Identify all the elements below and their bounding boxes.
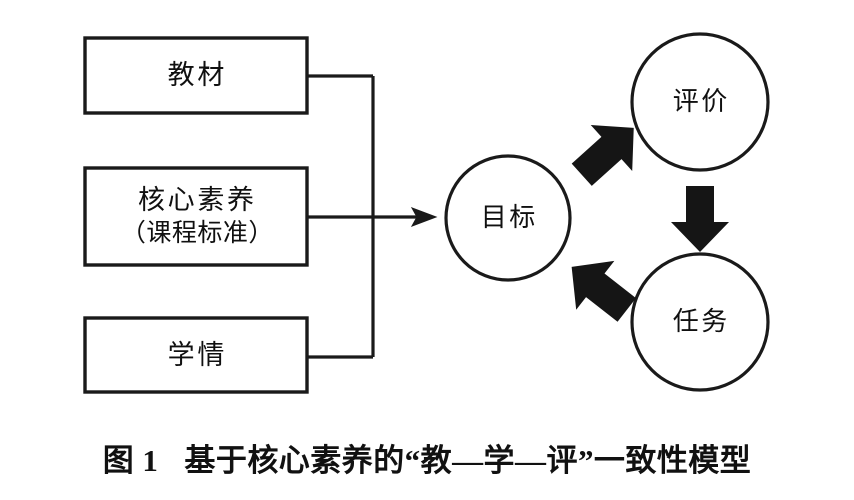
arrow-task-to-goal-icon: [571, 260, 637, 322]
arrow-evaluation-to-task-icon: [671, 186, 729, 252]
arrow-goal-to-evaluation-icon: [571, 124, 634, 186]
diagram-canvas: [83, 32, 770, 394]
box-teaching-material: [83, 36, 309, 115]
connector-arrowhead-icon: [410, 207, 438, 227]
box-core-competence: [83, 166, 309, 267]
figure-caption-index: 图 1: [102, 442, 159, 478]
circle-task: [630, 252, 770, 392]
figure-caption-text: 基于核心素养的“教—学—评”一致性模型: [184, 442, 752, 478]
box-student-situation: [83, 316, 309, 394]
circle-goal: [444, 154, 572, 282]
figure-caption: 图 1 基于核心素养的“教—学—评”一致性模型: [0, 424, 854, 490]
circle-evaluation: [630, 32, 770, 172]
